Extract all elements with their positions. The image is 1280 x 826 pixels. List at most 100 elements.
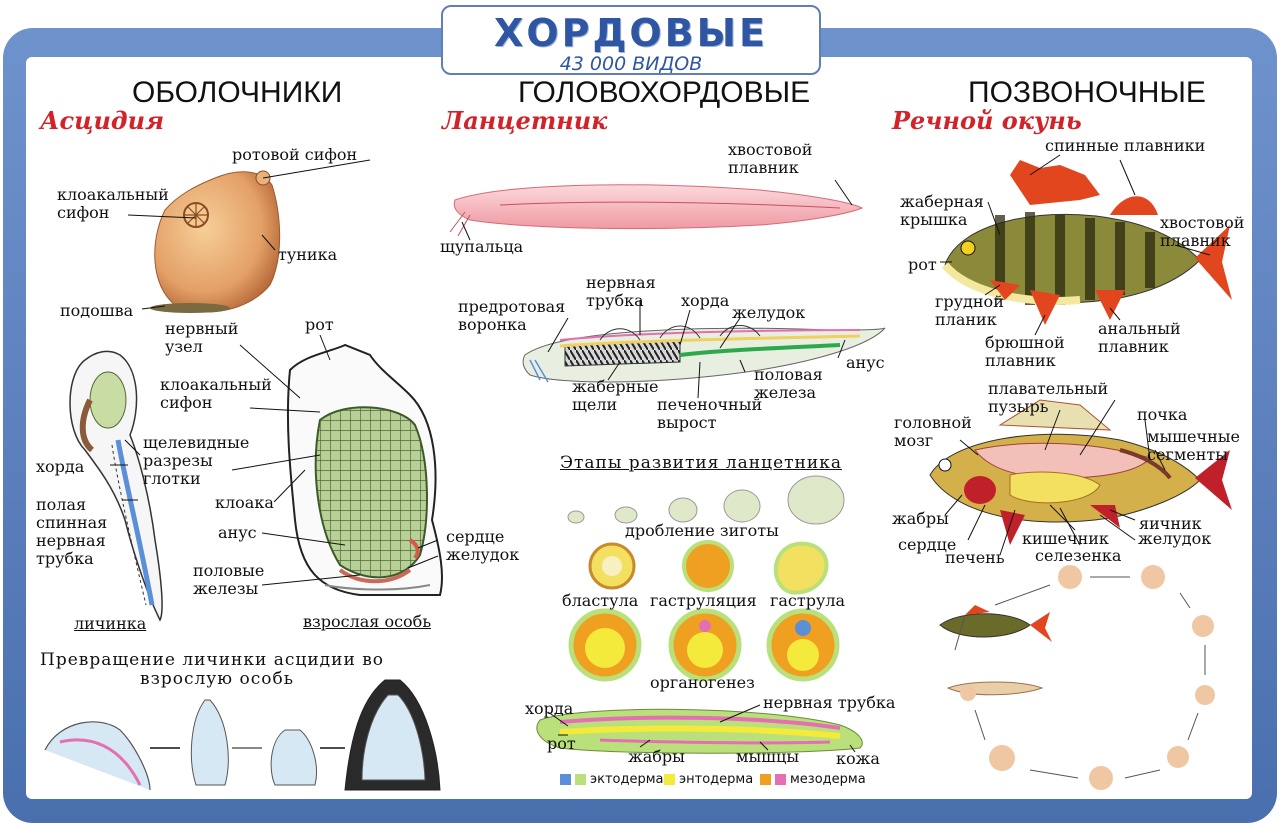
cleavage-stages bbox=[567, 475, 845, 682]
label-lancelet-anus: анус bbox=[846, 353, 885, 372]
label-dorsal-fins: спинные плавники bbox=[1045, 136, 1206, 155]
stages-title: Этапы развития ланцетника bbox=[560, 453, 842, 473]
swatch-ectoderm-green bbox=[575, 774, 586, 785]
label-perch-tail-fin-1: хвостовой bbox=[1160, 213, 1245, 232]
transform-title-1: Превращение личинки асцидии во bbox=[40, 650, 384, 670]
label-tunic: туника bbox=[278, 245, 338, 264]
label-mouth-ascidian: рот bbox=[305, 315, 334, 334]
label-chord-larva: хорда bbox=[36, 457, 85, 476]
label-muscle-segments-1: мышечные bbox=[1147, 427, 1240, 446]
transform-title-2: взрослую особь bbox=[140, 669, 294, 689]
label-ovary: яичник bbox=[1139, 514, 1202, 533]
label-embryo-gills: жабры bbox=[628, 747, 685, 766]
label-intestine: кишечник bbox=[1022, 529, 1109, 548]
label-swim-bladder-2: пузырь bbox=[988, 397, 1049, 416]
legend-label-endoderm: энтодерма bbox=[679, 772, 754, 787]
label-muscle-segments-2: сегменты bbox=[1147, 445, 1228, 464]
section-title-cephalochordates: ГОЛОВОХОРДОВЫЕ bbox=[518, 76, 811, 109]
lancelet-photo bbox=[449, 184, 864, 237]
species-ascidian: Асцидия bbox=[40, 106, 165, 135]
ascidian-photo bbox=[150, 170, 281, 313]
label-liver-outgrowth-1: печеночный bbox=[657, 395, 763, 414]
legend-mesoderm: мезодерма bbox=[760, 772, 866, 787]
label-pectoral-fin-1: грудной bbox=[935, 292, 1004, 311]
label-cloacal-siphon-top-2: сифон bbox=[57, 203, 110, 222]
swatch-ectoderm-blue bbox=[560, 774, 571, 785]
legend-label-mesoderm: мезодерма bbox=[790, 772, 866, 787]
legend-label-ectoderm: эктодерма bbox=[590, 772, 664, 787]
label-nerve-tube-4: трубка bbox=[36, 549, 94, 568]
perch-life-cycle bbox=[939, 565, 1215, 790]
label-gonads-2: железы bbox=[193, 579, 259, 598]
title-banner: ХОРДОВЫЕ 43 000 ВИДОВ bbox=[441, 5, 821, 75]
label-kidney: почка bbox=[1137, 405, 1188, 424]
label-cloacal-siphon-top-1: клоакальный bbox=[57, 185, 169, 204]
label-lancelet-tail-fin-2: плавник bbox=[728, 158, 799, 177]
species-perch: Речной окунь bbox=[892, 106, 1082, 135]
legend-endoderm: энтодерма bbox=[664, 772, 753, 787]
label-nerve-tube-1: полая bbox=[36, 495, 87, 514]
lancelet-leader-lines bbox=[461, 179, 853, 241]
banner-subtitle: 43 000 ВИДОВ bbox=[559, 53, 703, 75]
label-lancelet-nerve-tube-2: трубка bbox=[586, 291, 644, 310]
label-embryo-nerve-tube: нервная трубка bbox=[763, 693, 896, 712]
label-oral-siphon: ротовой сифон bbox=[232, 145, 358, 164]
label-embryo-chord: хорда bbox=[525, 699, 574, 718]
lancelet-embryo bbox=[536, 708, 863, 754]
label-cloacal-siphon-2: сифон bbox=[160, 393, 213, 412]
label-embryo-mouth: рот bbox=[547, 734, 576, 753]
label-organogenesis: органогенез bbox=[650, 673, 755, 692]
label-nerve-ganglion-2: узел bbox=[165, 337, 203, 356]
label-gill-cover-2: крышка bbox=[900, 210, 968, 229]
label-perch-stomach: желудок bbox=[1138, 529, 1212, 548]
label-brain-1: головной bbox=[894, 413, 972, 432]
label-lancelet-chord: хорда bbox=[681, 291, 730, 310]
label-perch-tail-fin-2: плавник bbox=[1160, 231, 1231, 250]
label-ventral-fin-1: брюшной bbox=[985, 333, 1065, 352]
label-liver-outgrowth-2: вырост bbox=[657, 413, 717, 432]
label-anal-fin-1: анальный bbox=[1098, 319, 1181, 338]
label-perch-heart: сердце bbox=[898, 535, 957, 554]
ascidian-larva bbox=[69, 350, 163, 622]
label-brain-2: мозг bbox=[894, 431, 934, 450]
embryo-leaders bbox=[547, 704, 856, 753]
perch-leader-lines bbox=[940, 154, 1211, 336]
label-lancelet-gonad-2: железа bbox=[754, 383, 817, 402]
label-spleen: селезенка bbox=[1035, 546, 1122, 565]
species-lancelet: Ланцетник bbox=[442, 106, 608, 135]
label-lancelet-nerve-tube-1: нервная bbox=[586, 273, 656, 292]
label-anus-ascidian: анус bbox=[218, 523, 257, 542]
label-nerve-tube-3: нервная bbox=[36, 531, 106, 550]
label-sole: подошва bbox=[60, 301, 134, 320]
swatch-mesoderm-pink bbox=[775, 774, 786, 785]
label-gill-slits-1: щелевидные bbox=[143, 433, 250, 452]
label-perch-mouth: рот bbox=[908, 255, 937, 274]
lancelet-anatomy-leaders bbox=[547, 300, 846, 399]
section-title-tunicates: ОБОЛОЧНИКИ bbox=[132, 76, 343, 109]
label-cloaca: клоака bbox=[215, 493, 274, 512]
legend-ectoderm: эктодерма bbox=[560, 772, 664, 787]
label-tentacles: щупальца bbox=[440, 237, 524, 256]
label-nerve-tube-2: спинная bbox=[36, 513, 108, 532]
label-lancelet-stomach: желудок bbox=[732, 303, 806, 322]
swatch-mesoderm-orange bbox=[760, 774, 771, 785]
label-ventral-fin-2: плавник bbox=[985, 351, 1056, 370]
label-swim-bladder-1: плавательный bbox=[988, 379, 1109, 398]
label-gill-slits-2: разрезы bbox=[143, 451, 213, 470]
perch-photo bbox=[941, 160, 1232, 325]
label-anal-fin-2: плавник bbox=[1098, 337, 1169, 356]
label-gill-slits-3: глотки bbox=[143, 469, 201, 488]
label-stomach-ascidian: желудок bbox=[446, 545, 520, 564]
label-gonads-1: половые bbox=[193, 561, 265, 580]
banner-title: ХОРДОВЫЕ bbox=[494, 11, 768, 55]
transformation-sequence bbox=[44, 679, 441, 791]
section-leader-lines bbox=[231, 334, 439, 586]
label-gastrula: гаструла bbox=[770, 591, 846, 610]
label-larva: личинка bbox=[74, 614, 147, 633]
perch-anatomy-leaders bbox=[944, 399, 1166, 556]
larva-leader-lines bbox=[110, 439, 141, 501]
label-lancelet-gill-slits-2: щели bbox=[572, 395, 618, 414]
label-adult: взрослая особь bbox=[303, 612, 432, 631]
label-lancelet-gill-slits-1: жаберные bbox=[572, 377, 659, 396]
